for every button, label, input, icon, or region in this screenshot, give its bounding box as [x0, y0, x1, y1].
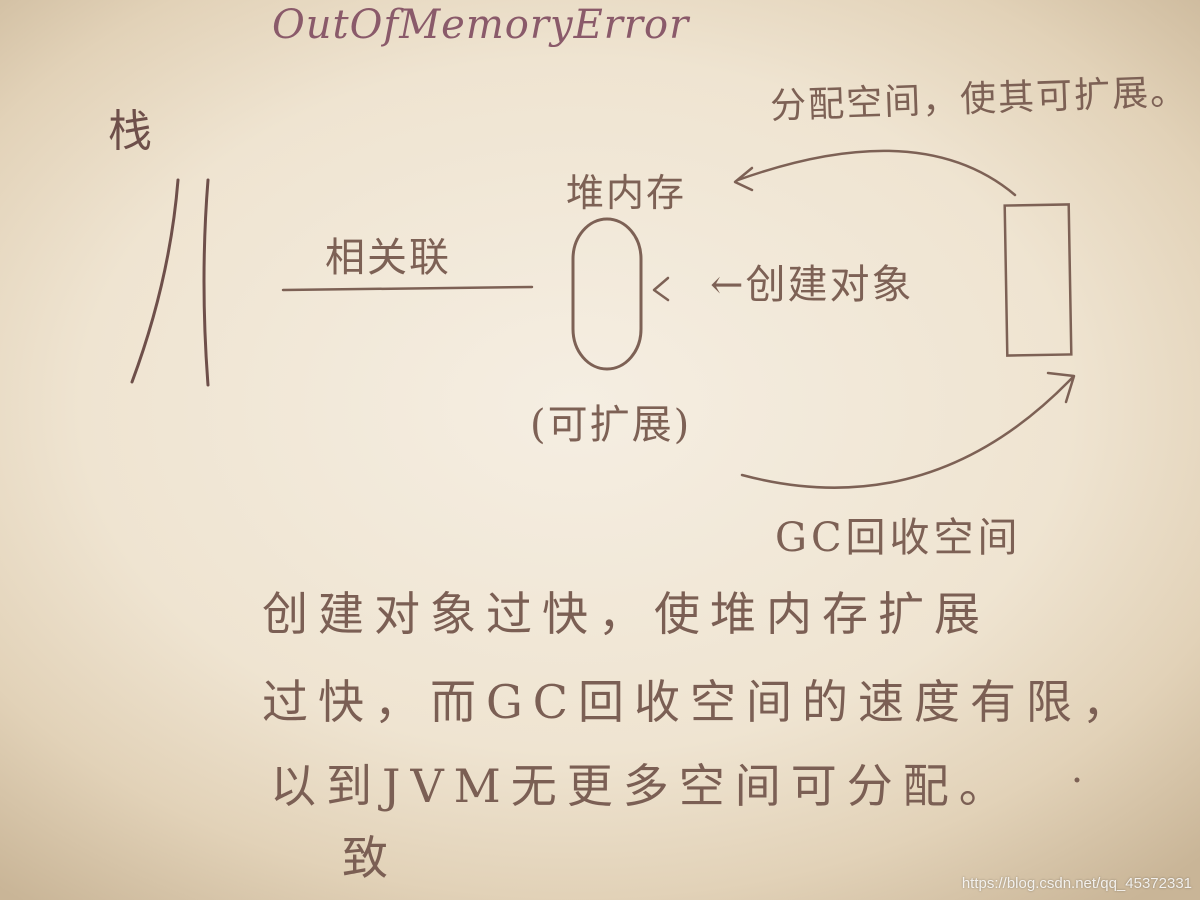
heap-memory-oval: [571, 217, 643, 371]
stack-right-line: [202, 178, 210, 387]
association-line: [281, 285, 534, 292]
note-line-4: 致: [342, 831, 398, 885]
period-dot: [1074, 777, 1080, 783]
gc-box: [1003, 203, 1073, 357]
create-object-arrow-icon: [652, 276, 670, 302]
note-line-3: 以到JVM无更多空间可分配。: [270, 759, 1015, 813]
heap-memory-label: 堆内存: [566, 171, 687, 215]
note-line-2: 过快，而GC回收空间的速度有限，: [262, 675, 1138, 729]
stack-label: 栈: [108, 106, 154, 157]
gc-reclaim-label: GC回收空间: [775, 515, 1022, 561]
allocate-arrow-head-icon: [733, 166, 754, 192]
association-label: 相关联: [325, 235, 451, 281]
expandable-label: (可扩展): [530, 402, 692, 448]
allocate-arrow: [736, 149, 1017, 197]
note-line-1: 创建对象过快，使堆内存扩展: [262, 587, 990, 641]
watermark: https://blog.csdn.net/qq_45372331: [961, 875, 1192, 892]
create-object-label: ←创建对象: [710, 262, 914, 308]
gc-reclaim-arrow: [740, 376, 1074, 489]
stack-left-line: [130, 178, 180, 384]
gc-reclaim-arrow-head-icon: [1046, 371, 1076, 404]
diagram-title: OutOfMemoryError: [272, 2, 690, 48]
